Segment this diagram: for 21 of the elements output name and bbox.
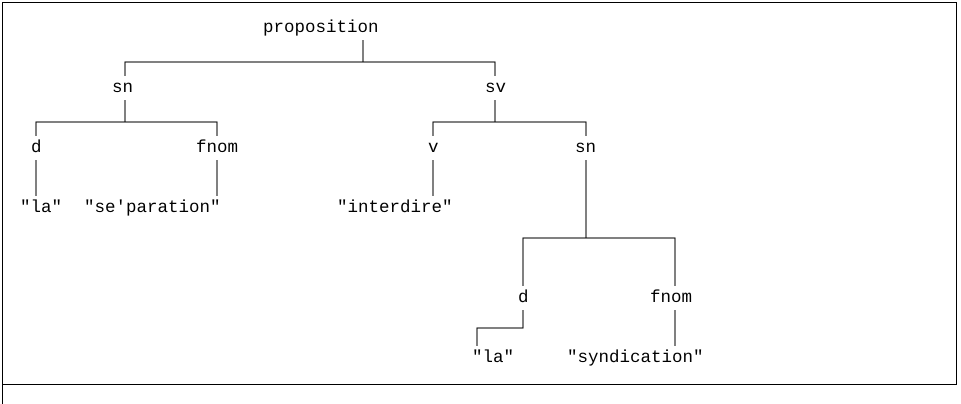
- tree-node-label: "interdire": [337, 198, 453, 218]
- tree-node-label: fnom: [196, 138, 238, 158]
- tree-node-label: sn: [575, 138, 596, 158]
- tree-branch-line: [362, 40, 496, 76]
- tree-node-label: "se'paration": [84, 198, 221, 218]
- tree-node-label: d: [518, 288, 529, 308]
- root-label: proposition: [263, 18, 379, 38]
- tree-node-label: "la": [472, 348, 514, 368]
- tree-branch-line: [216, 160, 218, 196]
- tree-node-label: d: [31, 138, 42, 158]
- tree-node-label: v: [428, 138, 439, 158]
- tree-node-label: sv: [485, 78, 506, 98]
- tree-node-label: fnom: [650, 288, 692, 308]
- tree-node-label: sn: [112, 78, 134, 98]
- tree-node-label: "la": [20, 198, 62, 218]
- tree-node-label: "syndication": [567, 348, 704, 368]
- tree-branch-line: [586, 160, 676, 286]
- tree-branch-line: [674, 310, 676, 346]
- tree-branch-line: [432, 160, 434, 196]
- tree-branch-line: [124, 100, 218, 136]
- tree-branch-line: [476, 310, 524, 346]
